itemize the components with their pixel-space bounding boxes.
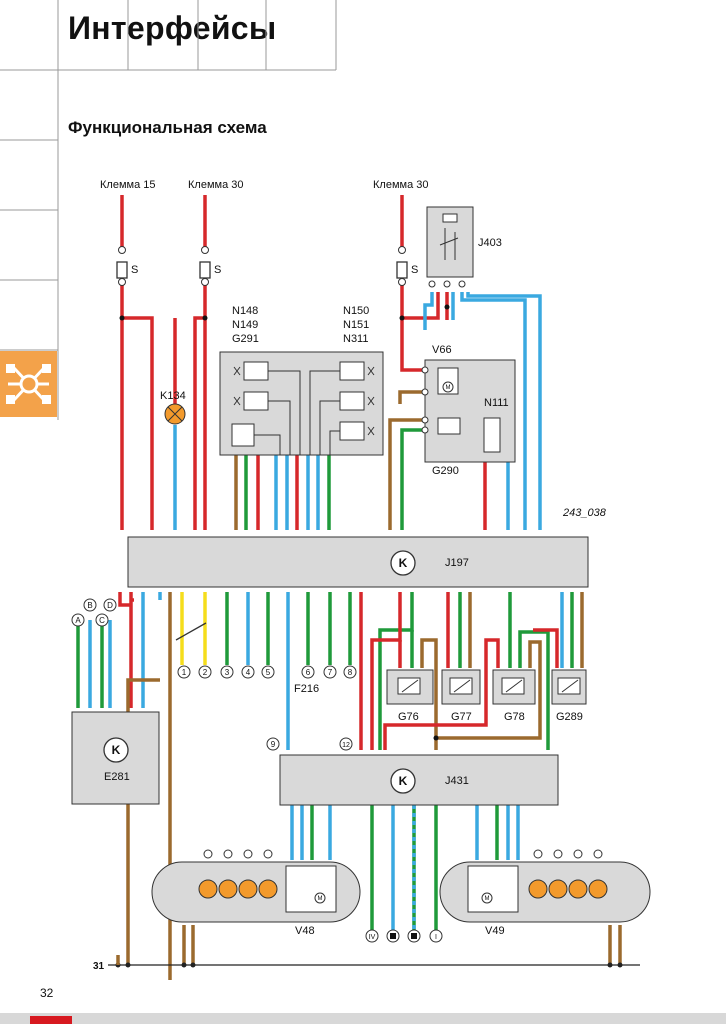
label-g76: G76 xyxy=(398,711,419,723)
junction-dots xyxy=(119,304,450,741)
sensor-g78 xyxy=(492,669,536,705)
label-e281: E281 xyxy=(104,771,130,783)
fuse-klemma30-b xyxy=(396,246,408,286)
diagram-subtitle: Функциональная схема xyxy=(68,118,267,137)
sensor-g77 xyxy=(441,669,481,705)
label-fuse-s2: S xyxy=(214,264,221,276)
control-unit-j197 xyxy=(127,536,589,588)
relay-j403 xyxy=(426,206,474,288)
connector-circles xyxy=(71,598,357,751)
lamp-k134 xyxy=(164,403,186,425)
control-unit-j431 xyxy=(279,754,559,806)
pin-4: 4 xyxy=(246,668,251,677)
pin-6: 6 xyxy=(306,668,311,677)
headlight-v48 xyxy=(151,849,361,923)
pin-5: 5 xyxy=(266,668,271,677)
label-n149: N149 xyxy=(232,319,258,331)
k-symbol-e281: K xyxy=(112,743,121,757)
section-tab-icon xyxy=(0,351,57,417)
bottom-bar xyxy=(0,1013,726,1024)
label-n311: N311 xyxy=(343,333,368,345)
sensor-g76 xyxy=(386,669,434,705)
motor-symbol-v66: M xyxy=(446,385,451,391)
pin-3: 3 xyxy=(225,668,230,677)
label-g289: G289 xyxy=(556,711,583,723)
label-g291: G291 xyxy=(232,333,259,345)
ground-bus xyxy=(108,955,640,968)
label-f216: F216 xyxy=(294,683,319,695)
label-j197: J197 xyxy=(445,557,469,569)
fuse-klemma30-a xyxy=(199,246,211,286)
motor-symbol-v48: M xyxy=(318,896,323,902)
label-v48: V48 xyxy=(295,925,315,937)
pin-a: A xyxy=(75,616,81,625)
label-j403: J403 xyxy=(478,237,502,249)
fuse-klemma15 xyxy=(116,246,128,286)
pin-1: 1 xyxy=(182,668,187,677)
figure-id: 243_038 xyxy=(563,507,606,519)
label-v66: V66 xyxy=(432,344,452,356)
valve-block-n148 xyxy=(219,351,384,456)
label-ground-31: 31 xyxy=(93,961,105,972)
label-fuse-s1: S xyxy=(131,264,138,276)
pin-i: I xyxy=(435,934,437,941)
output-terminals xyxy=(365,929,443,943)
label-klemma15: Клемма 15 xyxy=(100,179,155,191)
label-klemma30-b: Клемма 30 xyxy=(373,179,428,191)
label-v49: V49 xyxy=(485,925,505,937)
k-symbol-j197: K xyxy=(399,556,408,570)
label-n150: N150 xyxy=(343,305,369,317)
diagram-labels: Клемма 15 Клемма 30 Клемма 30 S S S N148… xyxy=(93,179,583,972)
label-g290: G290 xyxy=(432,465,459,477)
pin-2: 2 xyxy=(203,668,208,677)
k-symbols: K K K xyxy=(112,556,408,788)
page-title: Интерфейсы xyxy=(68,10,277,46)
label-k134: K134 xyxy=(160,390,186,402)
motor-symbol-v49: M xyxy=(485,896,490,902)
label-fuse-s3: S xyxy=(411,264,418,276)
label-n111: N111 xyxy=(484,397,509,409)
label-n148: N148 xyxy=(232,305,258,317)
label-j431: J431 xyxy=(445,775,469,787)
k-symbol-j431: K xyxy=(399,774,408,788)
control-e281 xyxy=(71,711,160,805)
motor-symbols: M M M xyxy=(318,385,490,902)
headlight-v49 xyxy=(439,849,651,923)
pin-c: C xyxy=(99,616,105,625)
header-grid xyxy=(0,0,337,420)
pin-d: D xyxy=(107,601,113,610)
wires xyxy=(76,195,622,980)
pin-9: 9 xyxy=(271,740,276,749)
label-g78: G78 xyxy=(504,711,525,723)
label-klemma30-a: Клемма 30 xyxy=(188,179,243,191)
pin-iv: IV xyxy=(369,934,376,941)
valve-block-v66 xyxy=(421,359,516,463)
pin-12: 12 xyxy=(342,742,350,749)
page-number: 32 xyxy=(40,986,54,1000)
connector-labels: A B C D 1 2 3 4 5 6 7 8 9 12 IV I xyxy=(75,601,437,941)
label-n151: N151 xyxy=(343,319,369,331)
pin-7: 7 xyxy=(328,668,333,677)
pin-8: 8 xyxy=(348,668,353,677)
pin-b: B xyxy=(87,601,92,610)
bottom-bar-accent xyxy=(30,1016,72,1024)
sensor-g289 xyxy=(551,669,587,705)
label-g77: G77 xyxy=(451,711,472,723)
